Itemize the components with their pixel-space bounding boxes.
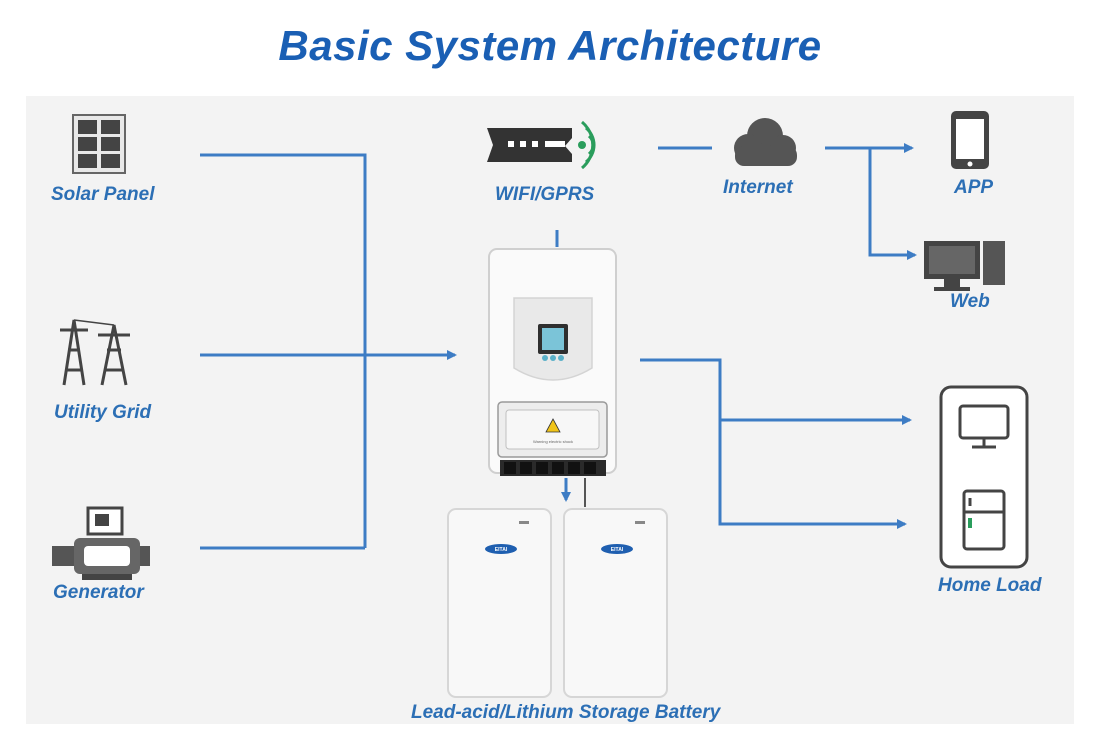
battery-label: Lead-acid/Lithium Storage Battery — [411, 702, 721, 723]
phone-icon — [951, 111, 989, 169]
battery-left: EITAI — [447, 508, 552, 698]
web-label: Web — [950, 291, 990, 312]
battery-brand: EITAI — [495, 547, 508, 553]
line-load-top — [640, 358, 912, 425]
home-load-panel — [939, 385, 1029, 569]
page-title: Basic System Architecture — [278, 22, 822, 69]
fridge-icon — [962, 489, 1006, 551]
utility-grid-label: Utility Grid — [54, 402, 152, 423]
line-internet-web — [868, 148, 917, 260]
wifi-gprs-label: WIFI/GPRS — [495, 184, 595, 205]
wifi-module-icon — [487, 120, 596, 170]
computer-icon — [924, 241, 1005, 291]
battery-right: EITAI — [563, 508, 668, 698]
line-load-bottom — [718, 420, 907, 529]
generator-icon — [52, 506, 150, 580]
cloud-icon — [734, 118, 797, 166]
internet-label: Internet — [723, 177, 793, 198]
home-load-label: Home Load — [938, 575, 1042, 596]
app-label: APP — [954, 177, 994, 198]
inverter-warning-text: Warning electric shock — [533, 439, 573, 444]
generator-label: Generator — [53, 582, 144, 603]
line-solar — [200, 153, 367, 548]
utility-grid-icon — [60, 319, 130, 386]
connector-lines — [200, 143, 917, 550]
monitor-icon — [958, 404, 1010, 449]
battery-brand: EITAI — [611, 547, 624, 553]
solar-panel-icon — [72, 114, 126, 174]
solar-panel-label: Solar Panel — [51, 184, 155, 205]
inverter: Warning electric shock — [488, 248, 617, 476]
